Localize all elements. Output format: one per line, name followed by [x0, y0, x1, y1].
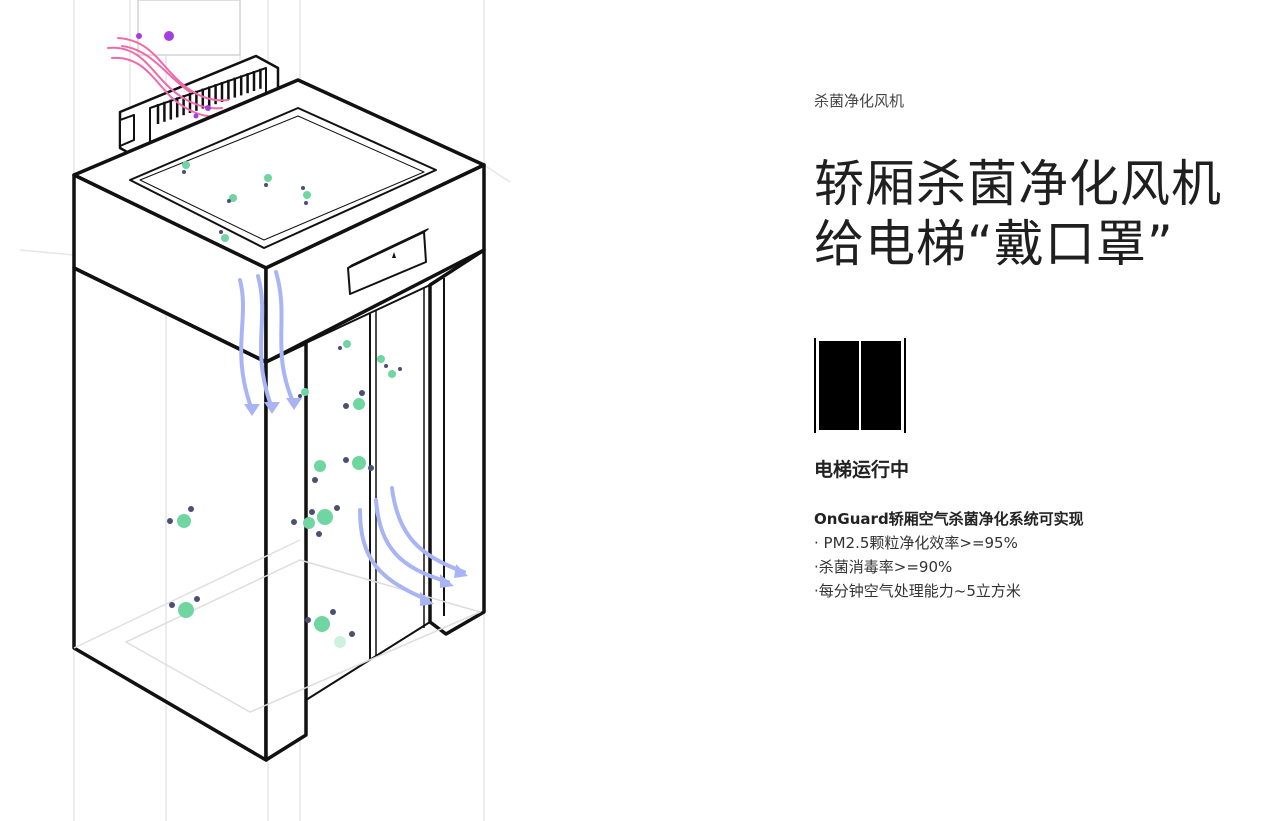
- clean-particle: [303, 191, 311, 199]
- clean-particle: [343, 340, 351, 348]
- dust-particle: [291, 519, 297, 525]
- elevator-doors-closed-icon: [814, 338, 906, 433]
- dust-particle: [301, 186, 305, 190]
- clean-particle: [352, 456, 366, 470]
- dust-particle: [169, 602, 175, 608]
- clean-particle: [182, 161, 190, 169]
- clean-particle: [229, 194, 237, 202]
- dust-particle: [316, 531, 322, 537]
- dust-particle: [304, 201, 308, 205]
- airflow-arrows: [238, 270, 466, 602]
- door-frame-right: [904, 338, 906, 433]
- dust-particle: [194, 596, 200, 602]
- clean-particle: [264, 174, 272, 182]
- headline-line-1: 轿厢杀菌净化风机: [814, 155, 1222, 213]
- elevator-illustration: [19, 0, 511, 821]
- incoming-air-streams: [107, 37, 229, 118]
- dust-particle: [330, 609, 336, 615]
- dust-particle: [167, 518, 173, 524]
- feature-lead: OnGuard轿厢空气杀菌净化系统可实现: [814, 510, 1084, 528]
- dust-particle: [264, 183, 268, 187]
- dust-particle: [182, 170, 186, 174]
- dust-particle: [398, 367, 402, 371]
- feature-list: OnGuard轿厢空气杀菌净化系统可实现 · PM2.5颗粒净化效率>=95% …: [814, 507, 1254, 603]
- dust-particle: [298, 394, 302, 398]
- clean-particle: [317, 509, 333, 525]
- dust-particle: [227, 199, 231, 203]
- clean-particle: [388, 370, 396, 378]
- clean-particle: [377, 355, 385, 363]
- air-particles: [167, 161, 402, 648]
- elevator-status: 电梯运行中: [814, 459, 910, 481]
- info-panel: 杀菌净化风机 轿厢杀菌净化风机 给电梯“戴口罩” 电梯运行中 OnGuard轿厢…: [814, 86, 1254, 603]
- clean-particle: [314, 616, 330, 632]
- fan-vent-grille: [156, 68, 262, 124]
- door-leaf-left: [819, 341, 859, 430]
- clean-particle: [303, 517, 315, 529]
- clean-particle: [178, 602, 194, 618]
- clean-particle: [334, 636, 346, 648]
- clean-particle: [301, 388, 309, 396]
- clean-particle: [314, 460, 326, 472]
- dust-particle: [219, 230, 223, 234]
- dust-particle: [368, 465, 374, 471]
- page-headline: 轿厢杀菌净化风机 给电梯“戴口罩”: [814, 154, 1254, 274]
- feature-item: · PM2.5颗粒净化效率>=95%: [814, 534, 1018, 552]
- feature-item: ·每分钟空气处理能力~5立方米: [814, 582, 1021, 600]
- dust-particle: [349, 631, 355, 637]
- dust-particle: [384, 364, 388, 368]
- clean-particle: [177, 514, 191, 528]
- section-eyebrow: 杀菌净化风机: [814, 92, 905, 110]
- dust-particle: [343, 457, 349, 463]
- dust-particle: [338, 346, 342, 350]
- airflow-arrowheads: [244, 398, 468, 606]
- dust-particle: [305, 617, 311, 623]
- clean-particle: [353, 398, 365, 410]
- dust-particle: [188, 506, 194, 512]
- clean-particle: [221, 234, 229, 242]
- dust-particle: [359, 390, 365, 396]
- door-frame-left: [814, 338, 816, 433]
- door-leaf-right: [861, 341, 901, 430]
- headline-line-2: 给电梯“戴口罩”: [814, 215, 1174, 273]
- dust-particle: [343, 403, 349, 409]
- dust-particle: [309, 509, 315, 515]
- dust-particle: [334, 505, 340, 511]
- virus-particles: [136, 31, 211, 119]
- feature-item: ·杀菌消毒率>=90%: [814, 558, 953, 576]
- dust-particle: [312, 477, 318, 483]
- elevator-car: [72, 78, 486, 762]
